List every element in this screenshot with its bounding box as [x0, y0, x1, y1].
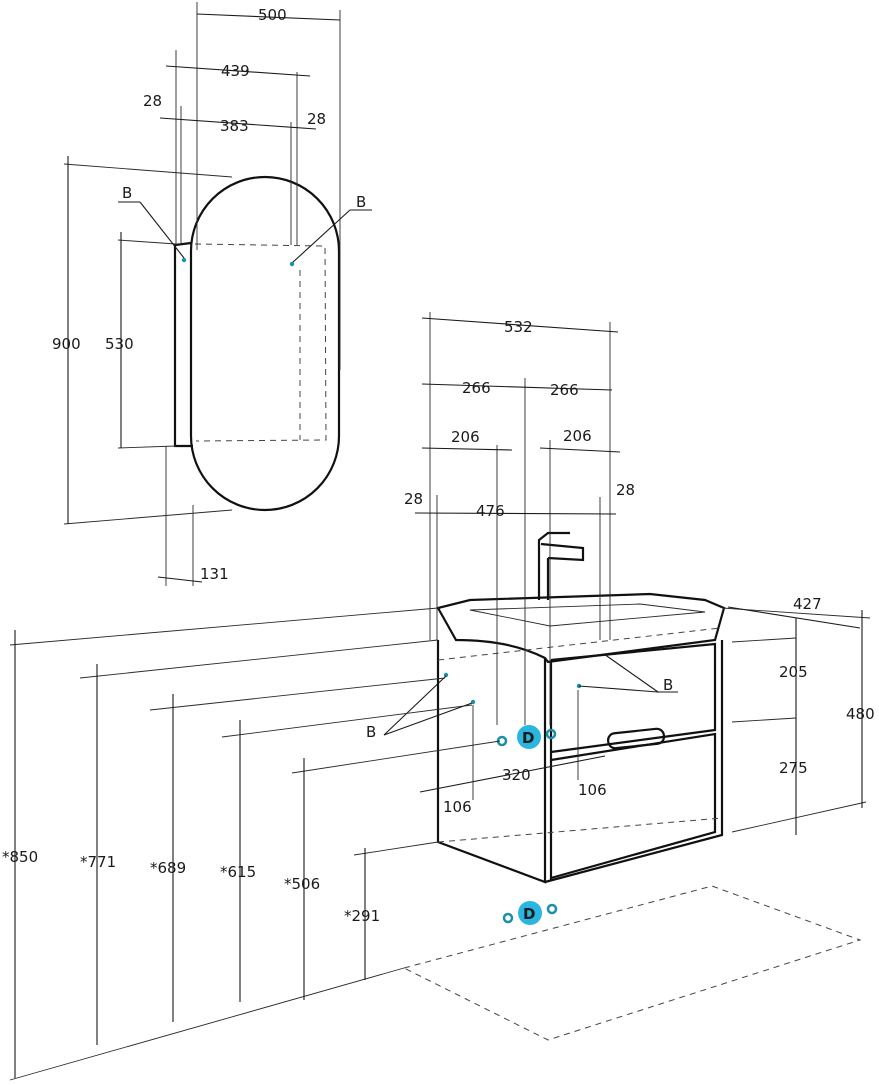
height-689: *689: [150, 859, 186, 877]
mirror-inner-frame: [194, 243, 327, 442]
mirror-width-500: 500: [258, 6, 287, 24]
mirror-oval: [189, 175, 341, 512]
vanity-offset-106-right: 106: [578, 781, 607, 799]
vanity-inset-206-left: 206: [451, 428, 480, 446]
vanity-drawer-205: 205: [779, 663, 808, 681]
vanity-half-266-right: 266: [550, 381, 579, 399]
drawer-bottom: [550, 732, 717, 880]
vanity-side-28-right: 28: [616, 481, 635, 499]
mirror-callout-b-right: B: [356, 193, 366, 211]
vanity-inset-206-right: 206: [563, 427, 592, 445]
vanity-offset-106-left: 106: [443, 798, 472, 816]
vanity-depth-427: 427: [793, 595, 822, 613]
vanity-drawer-275: 275: [779, 759, 808, 777]
vanity-half-266-left: 266: [462, 379, 491, 397]
basin-top: [436, 592, 726, 664]
height-850: *850: [2, 848, 38, 866]
vanity-inner-476: 476: [476, 502, 505, 520]
faucet: [537, 531, 585, 600]
height-dimensions: *850 *771 *689 *615 *506 *291: [2, 607, 501, 1081]
vanity-callout-b-front: B: [663, 676, 673, 694]
mirror-height-530: 530: [105, 335, 134, 353]
vanity-total-480: 480: [846, 705, 875, 723]
vanity-pipe-320: 320: [502, 766, 531, 784]
drawer-top: [550, 642, 717, 754]
mirror-width-383: 383: [220, 117, 249, 135]
svg-text:D: D: [523, 905, 535, 923]
mirror-callout-b-left: B: [122, 184, 132, 202]
floor-mat: [402, 885, 862, 1041]
svg-text:D: D: [522, 729, 534, 747]
drawer-handle: [607, 727, 666, 750]
mirror-depth-131: 131: [200, 565, 229, 583]
mirror-height-900: 900: [52, 335, 81, 353]
mirror-side-28-left: 28: [143, 92, 162, 110]
height-506: *506: [284, 875, 320, 893]
height-615: *615: [220, 863, 256, 881]
pipe-marker-upper: D: [496, 725, 557, 749]
mirror-cabinet: 500 439 383 28 28 900 530 131 B B: [52, 2, 372, 586]
mirror-side-panel: [173, 241, 193, 448]
vanity-unit: 532 266 266 206 206 28 476 28 427 205 27…: [366, 312, 875, 1041]
mirror-side-28-right: 28: [307, 110, 326, 128]
pipe-marker-lower: D: [502, 901, 558, 925]
vanity-width-532: 532: [504, 318, 533, 336]
height-291: *291: [344, 907, 380, 925]
vanity-callout-b-side: B: [366, 723, 376, 741]
vanity-cabinet: [436, 640, 547, 884]
vanity-side-28-left: 28: [404, 490, 423, 508]
mirror-width-439: 439: [221, 62, 250, 80]
height-771: *771: [80, 853, 116, 871]
